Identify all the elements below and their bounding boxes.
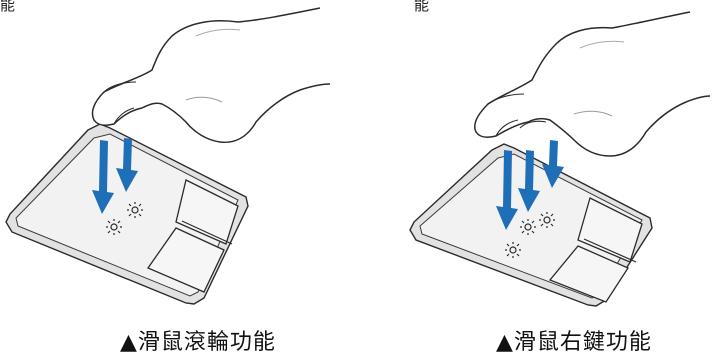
clipped-text-fragment: 能 (414, 0, 430, 14)
down-arrow-icon (496, 140, 564, 230)
figure-caption-scroll: ▲滑鼠滾輪功能 (120, 330, 276, 355)
two-finger-scroll-illustration (5, 7, 331, 305)
two-finger-scroll-figure: 能 ▲滑鼠滾輪功能 (0, 0, 331, 355)
tap-burst-icon (505, 212, 555, 258)
clipped-text-fragment: 能 (0, 0, 16, 14)
down-arrow-icon (92, 138, 138, 214)
tap-burst-icon (106, 202, 143, 235)
figure-caption-right-click: ▲滑鼠右鍵功能 (496, 330, 652, 355)
three-finger-tap-figure: 能 ▲滑鼠右鍵功能 (360, 0, 713, 359)
hand-icon (91, 7, 331, 144)
three-finger-tap-illustration (409, 11, 711, 307)
touchpad-icon (5, 123, 249, 305)
hand-icon (474, 11, 711, 157)
